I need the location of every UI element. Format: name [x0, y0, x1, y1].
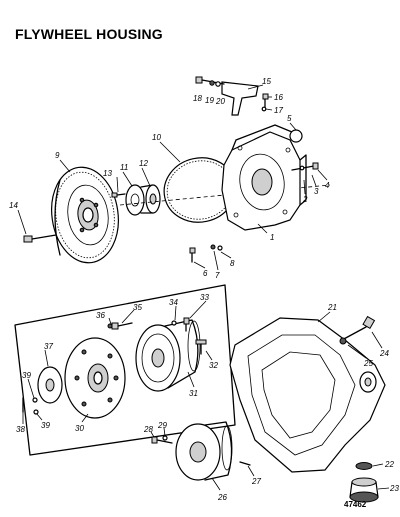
- fasteners-33-34: [171, 317, 190, 332]
- screws-16-17: [261, 93, 269, 112]
- coupler: [125, 184, 161, 216]
- callout-17: 17: [274, 106, 283, 115]
- callout-39a: 39: [22, 371, 31, 380]
- callout-12: 12: [139, 159, 148, 168]
- bell-housing: [229, 317, 386, 473]
- callout-37: 37: [44, 342, 53, 351]
- callout-27: 27: [251, 477, 261, 486]
- fasteners-28-29: [151, 435, 173, 444]
- callout-34: 34: [169, 298, 178, 307]
- callout-29: 29: [157, 421, 167, 430]
- coupler-26: [175, 421, 233, 481]
- fasteners-2-3-4: [291, 162, 319, 171]
- callout-22: 22: [384, 460, 394, 469]
- callout-31: 31: [189, 389, 198, 398]
- callout-15: 15: [262, 77, 271, 86]
- callout-2: 2: [302, 195, 308, 204]
- callout-36: 36: [96, 311, 105, 320]
- callout-7: 7: [215, 271, 220, 280]
- bolts-38-39: [22, 397, 39, 415]
- callout-11: 11: [120, 163, 128, 172]
- bolt-14: [23, 234, 57, 243]
- screw-32: [195, 339, 207, 355]
- pin-27: [239, 461, 251, 466]
- callout-14: 14: [9, 201, 18, 210]
- callout-21: 21: [327, 303, 337, 312]
- fasteners-6-7-8: [189, 244, 223, 263]
- callout-5: 5: [287, 114, 292, 123]
- callout-8: 8: [230, 259, 235, 268]
- callout-35: 35: [133, 303, 142, 312]
- coupler-body: [135, 319, 201, 392]
- callout-labels: 1 2 3 4 5 6 7 8 9 10 11 12 13 14 15 16 1…: [9, 77, 399, 502]
- callout-13: 13: [103, 169, 112, 178]
- callout-20: 20: [215, 97, 225, 106]
- ring-gear: [163, 157, 237, 223]
- flywheel-housing: [221, 124, 307, 231]
- callout-39b: 39: [41, 421, 50, 430]
- callout-28: 28: [143, 425, 153, 434]
- illustration-number: 47462: [344, 500, 367, 509]
- callout-4: 4: [325, 181, 330, 190]
- callout-18: 18: [193, 94, 202, 103]
- callout-10: 10: [152, 133, 161, 142]
- drive-plate: [64, 337, 126, 419]
- callout-3: 3: [314, 187, 319, 196]
- callout-30: 30: [75, 424, 84, 433]
- callout-1: 1: [270, 233, 274, 242]
- callout-16: 16: [274, 93, 283, 102]
- bolt-24: [339, 315, 376, 345]
- callout-33: 33: [200, 293, 209, 302]
- callout-26: 26: [217, 493, 227, 502]
- callout-24: 24: [379, 349, 389, 358]
- bolt-13: [111, 192, 126, 198]
- hub: [37, 366, 63, 404]
- diagram-title: FLYWHEEL HOUSING: [15, 26, 163, 42]
- callout-6: 6: [203, 269, 208, 278]
- leader-lines: [17, 84, 390, 491]
- isolator-mount: [349, 462, 379, 503]
- mount-bracket: [195, 76, 259, 116]
- fasteners-35-36: [107, 322, 133, 330]
- inset-frame: [14, 284, 236, 456]
- o-ring: [289, 129, 303, 143]
- callout-25: 25: [363, 359, 373, 368]
- flywheel: [51, 166, 119, 264]
- callout-19: 19: [205, 96, 214, 105]
- callout-23: 23: [389, 484, 399, 493]
- callout-9: 9: [55, 151, 60, 160]
- callout-32: 32: [209, 361, 218, 370]
- callout-38: 38: [16, 425, 25, 434]
